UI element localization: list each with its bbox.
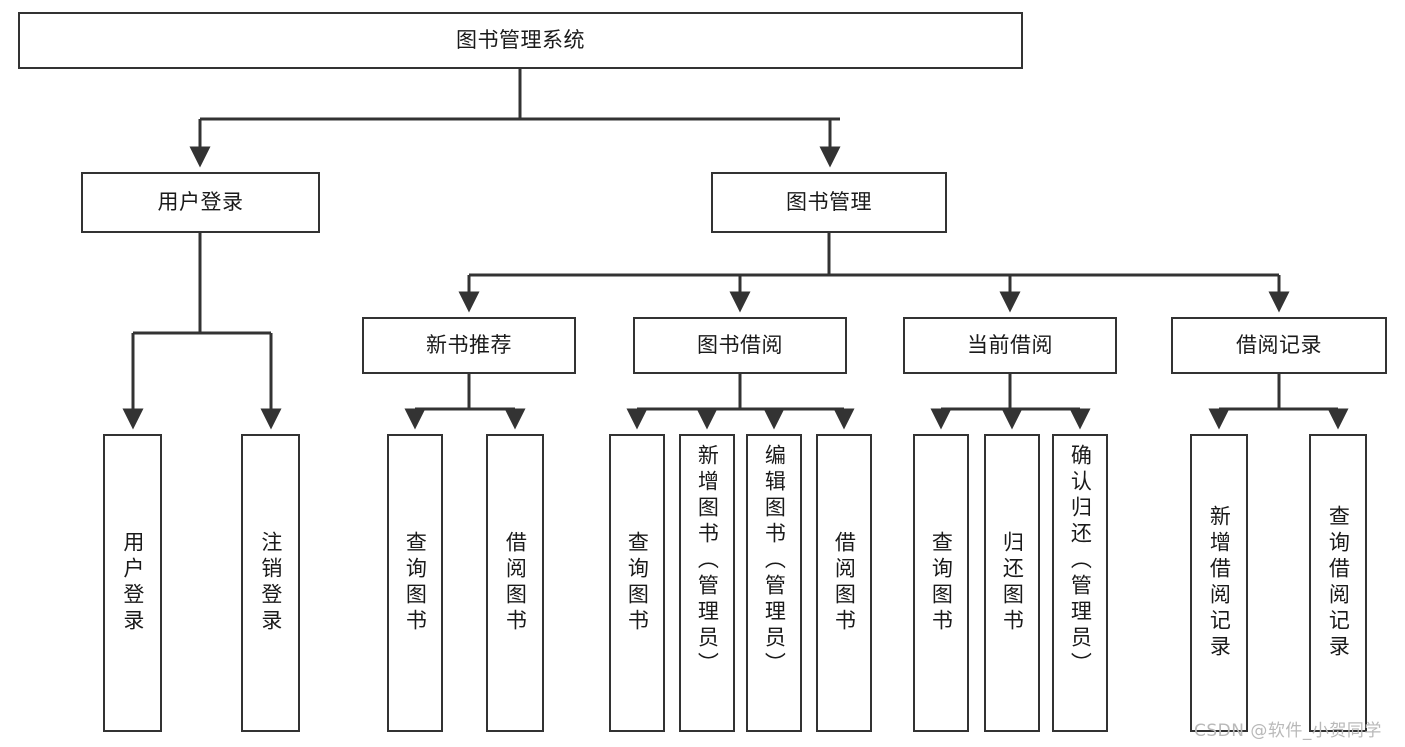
node-leaf-confirm-return-label: 确认归还（管理员） [1068,444,1093,678]
node-leaf-query-borrow-record[interactable]: 查询借阅记录 [1309,434,1367,732]
node-leaf-edit-book-label: 编辑图书（管理员） [762,444,787,678]
node-leaf-user-logout[interactable]: 注销登录 [241,434,300,732]
node-book-manage-label: 图书管理 [786,190,872,215]
node-leaf-query-book-borrow-label: 查询图书 [625,531,650,635]
node-leaf-query-book-current[interactable]: 查询图书 [913,434,969,732]
node-root[interactable]: 图书管理系统 [18,12,1023,69]
node-leaf-borrow-book-recommend-label: 借阅图书 [503,531,528,635]
csdn-watermark: CSDN @软件_小贺同学 [1194,721,1382,741]
node-leaf-add-borrow-record-label: 新增借阅记录 [1207,505,1232,661]
node-user-login-label: 用户登录 [157,190,244,215]
node-leaf-borrow-book[interactable]: 借阅图书 [816,434,872,732]
node-new-book-recommend[interactable]: 新书推荐 [362,317,576,374]
node-new-book-recommend-label: 新书推荐 [426,333,512,358]
node-leaf-borrow-book-recommend[interactable]: 借阅图书 [486,434,544,732]
node-leaf-query-book-recommend-label: 查询图书 [403,531,428,635]
node-user-login[interactable]: 用户登录 [81,172,320,233]
node-borrow-record[interactable]: 借阅记录 [1171,317,1387,374]
node-leaf-add-borrow-record[interactable]: 新增借阅记录 [1190,434,1248,732]
node-leaf-user-login[interactable]: 用户登录 [103,434,162,732]
node-leaf-confirm-return[interactable]: 确认归还（管理员） [1052,434,1108,732]
node-book-borrow[interactable]: 图书借阅 [633,317,847,374]
node-leaf-user-logout-label: 注销登录 [258,531,283,635]
node-leaf-return-book[interactable]: 归还图书 [984,434,1040,732]
node-book-manage[interactable]: 图书管理 [711,172,947,233]
node-borrow-record-label: 借阅记录 [1236,333,1322,358]
node-leaf-query-book-current-label: 查询图书 [929,531,954,635]
node-leaf-query-borrow-record-label: 查询借阅记录 [1326,505,1351,661]
node-book-borrow-label: 图书借阅 [697,333,783,358]
node-leaf-add-book-label: 新增图书（管理员） [695,444,720,678]
node-root-label: 图书管理系统 [456,28,585,53]
node-leaf-edit-book[interactable]: 编辑图书（管理员） [746,434,802,732]
node-leaf-return-book-label: 归还图书 [1000,531,1025,635]
node-current-borrow[interactable]: 当前借阅 [903,317,1117,374]
node-leaf-borrow-book-label: 借阅图书 [832,531,857,635]
node-leaf-user-login-label: 用户登录 [120,531,145,635]
node-current-borrow-label: 当前借阅 [967,333,1053,358]
node-leaf-add-book[interactable]: 新增图书（管理员） [679,434,735,732]
node-leaf-query-book-recommend[interactable]: 查询图书 [387,434,443,732]
node-leaf-query-book-borrow[interactable]: 查询图书 [609,434,665,732]
